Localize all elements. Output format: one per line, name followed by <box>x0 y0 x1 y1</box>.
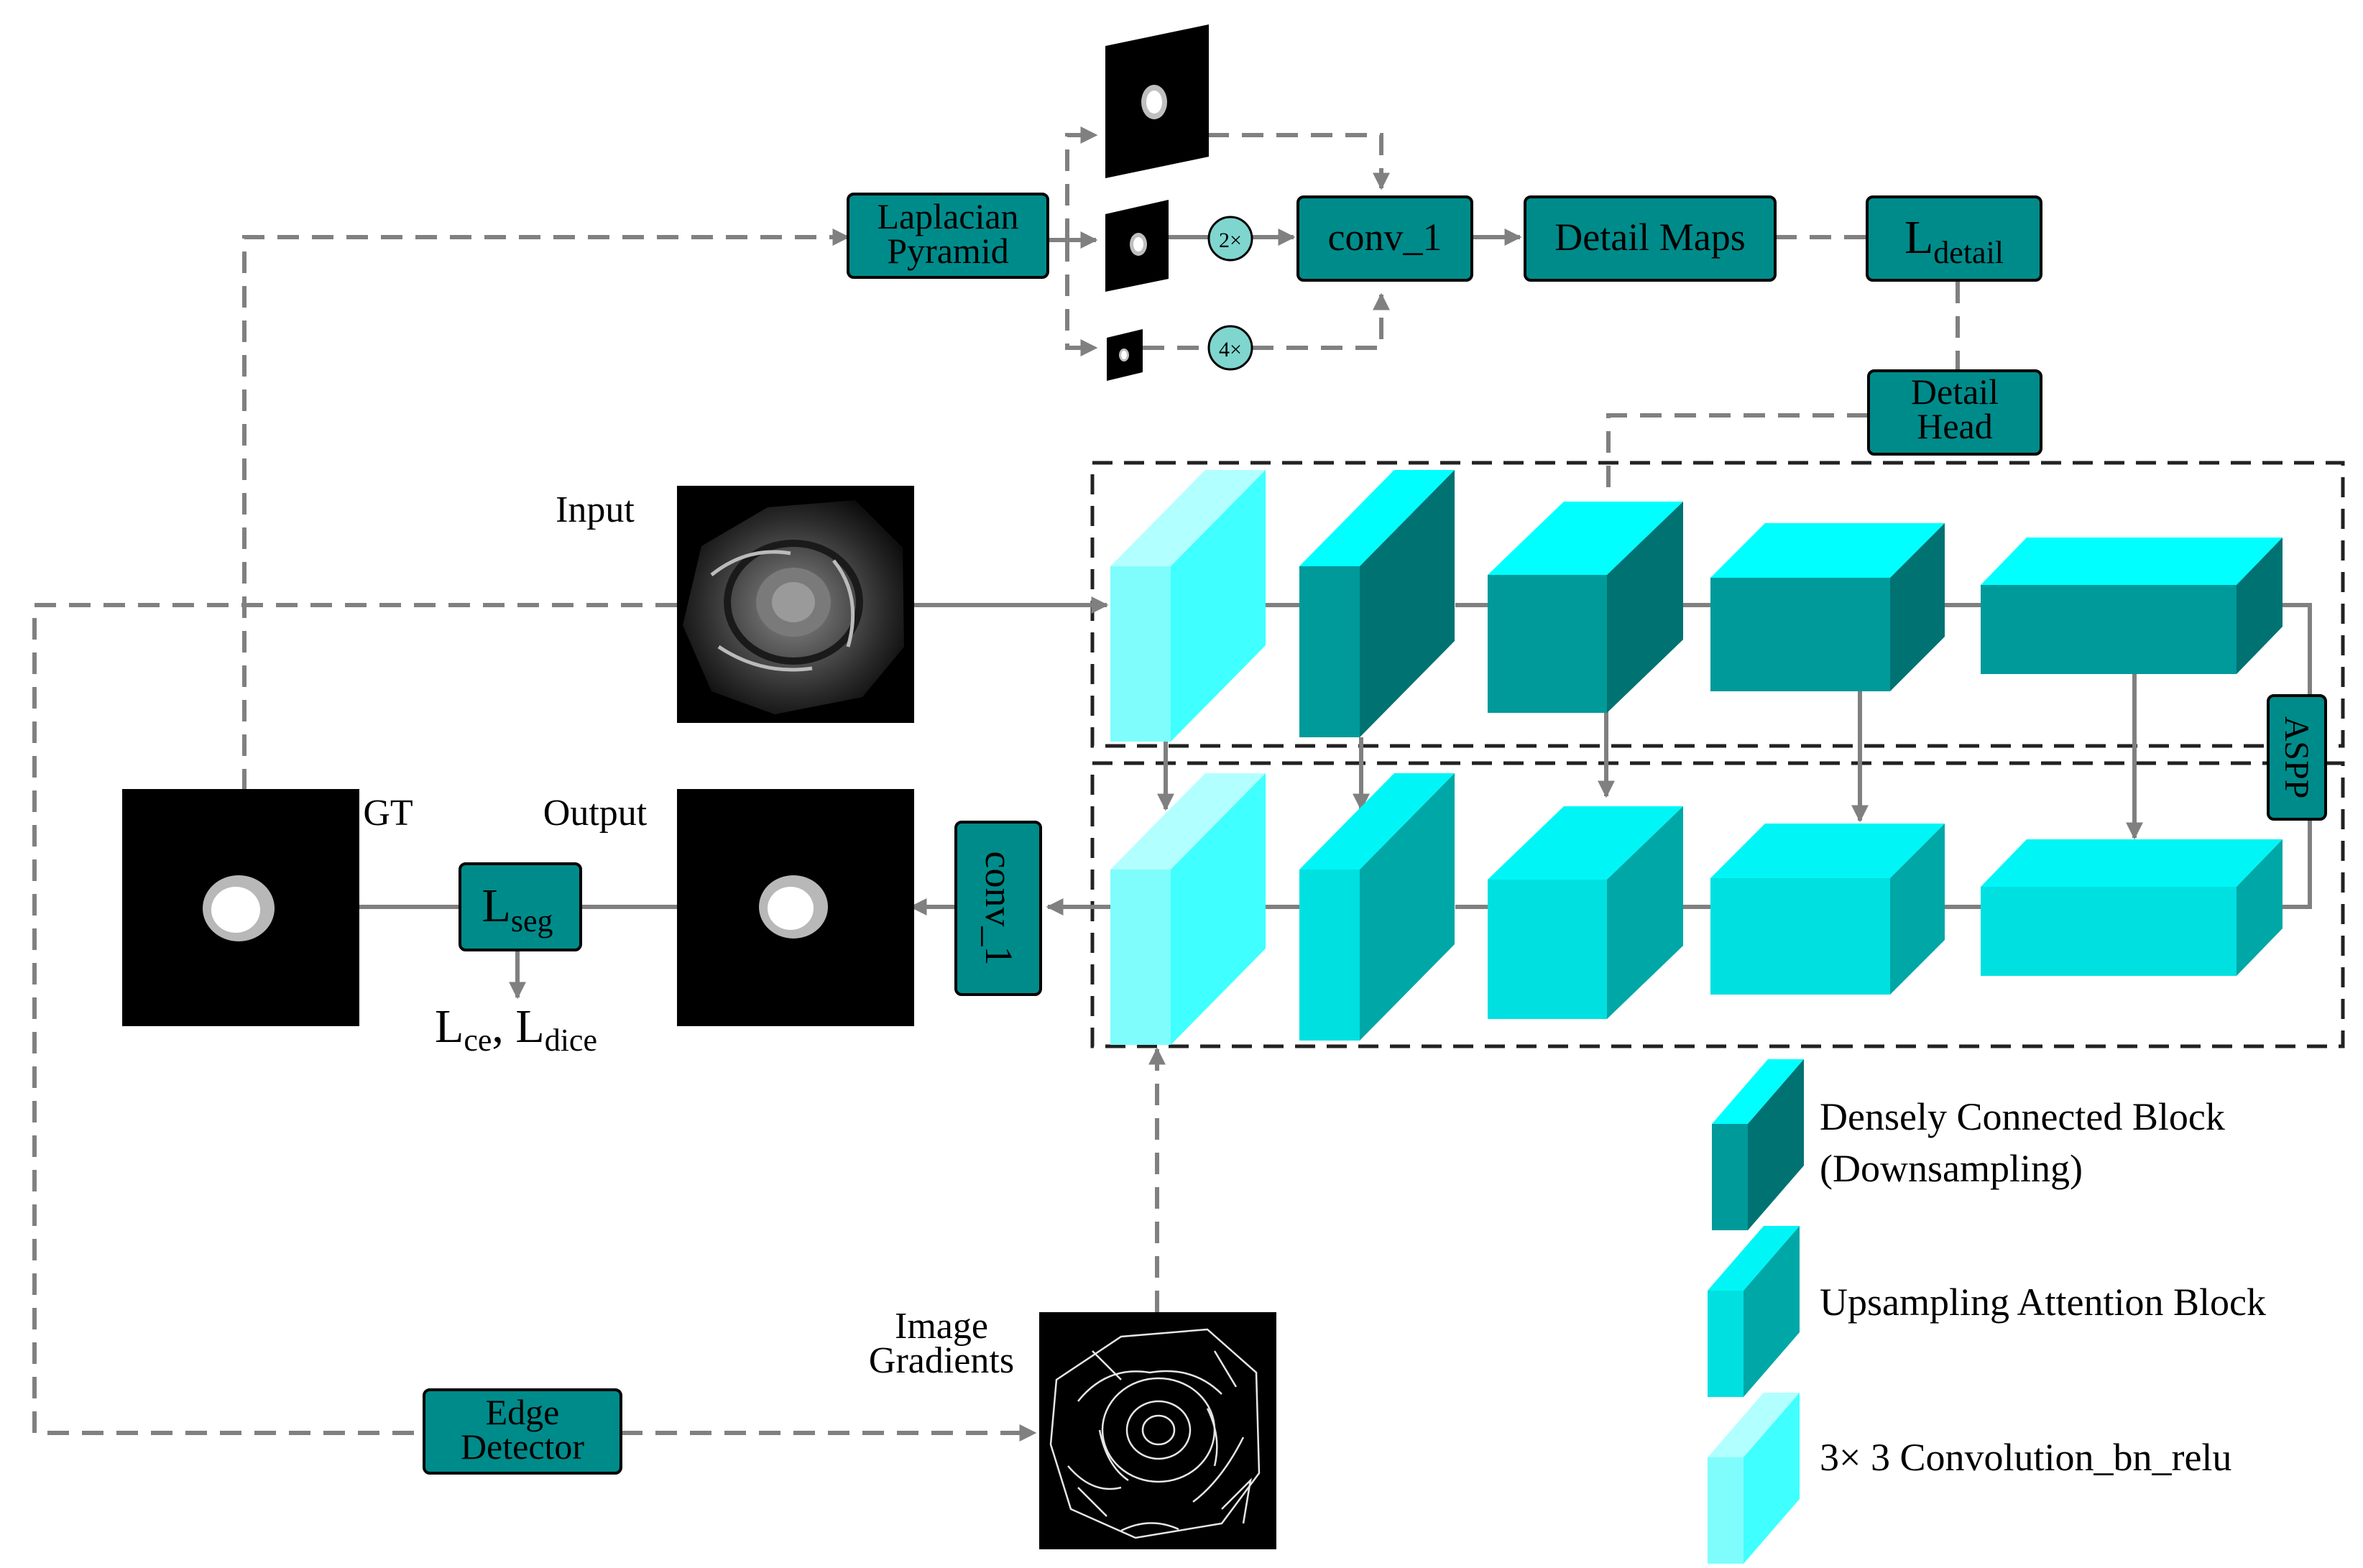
gt-image <box>122 789 359 1026</box>
svg-text:Ldetail: Ldetail <box>1904 211 2004 270</box>
detail-maps-box: Detail Maps <box>1524 195 1777 282</box>
output-image <box>677 789 914 1026</box>
edge-line2: Detector <box>461 1426 584 1467</box>
loss-separator: , <box>492 1000 515 1053</box>
pyramid-level-2 <box>1105 200 1169 292</box>
l-detail-box: Ldetail <box>1866 195 2042 282</box>
conv1-left-label: conv_1 <box>977 852 1021 966</box>
conv1-left-box: conv_1 <box>954 821 1042 996</box>
scale-2x-label: 2× <box>1219 229 1242 252</box>
laplacian-line1: Laplacian <box>877 196 1018 236</box>
legend-conv-block <box>1708 1393 1800 1564</box>
image-gradients-line2: Gradients <box>869 1340 1014 1381</box>
edge-detector-box: Edge Detector <box>423 1388 622 1475</box>
input-image <box>677 486 914 723</box>
detail-head-box: Detail Head <box>1867 369 2042 456</box>
encoder-block-1 <box>1110 470 1266 742</box>
connectors <box>32 126 2312 1442</box>
image-gradients-line1: Image <box>895 1306 988 1347</box>
output-label: Output <box>543 793 648 834</box>
scale-4x-circle: 4× <box>1207 325 1253 371</box>
loss-ce-sub: ce <box>464 1023 492 1058</box>
conv1-top-label: conv_1 <box>1328 216 1442 259</box>
loss-dice-sub: dice <box>545 1023 597 1058</box>
l-detail-main: L <box>1904 211 1933 264</box>
aspp-label: ASPP <box>2277 716 2316 799</box>
legend-conv: 3× 3 Convolution_bn_relu <box>1820 1436 2231 1479</box>
legend-dense-line1: Densely Connected Block <box>1820 1095 2225 1138</box>
legend-upsampling: Upsampling Attention Block <box>1820 1281 2266 1324</box>
laplacian-line2: Pyramid <box>887 231 1008 271</box>
l-detail-sub: detail <box>1933 235 2004 270</box>
loss-ce-main: L <box>435 1000 464 1053</box>
image-gradients-image <box>1039 1312 1276 1549</box>
pyramid-level-3 <box>1107 329 1143 381</box>
encoder-block-2 <box>1299 470 1455 737</box>
scale-2x-circle: 2× <box>1207 216 1253 262</box>
encoder-block-3 <box>1488 502 1683 713</box>
decoder-block-5 <box>1981 839 2283 976</box>
gt-label: GT <box>363 793 413 834</box>
decoder-block-4 <box>1710 824 1945 995</box>
legend-blocks <box>1708 1059 1804 1564</box>
encoder-block-5 <box>1981 538 2283 674</box>
l-seg-box: Lseg <box>459 862 582 951</box>
legend-upsampling-block <box>1708 1226 1800 1397</box>
decoder-block-2 <box>1299 773 1455 1041</box>
edge-line1: Edge <box>486 1392 560 1432</box>
pyramid-level-1 <box>1105 24 1209 178</box>
l-seg-sub: seg <box>511 903 553 939</box>
legend-dense-block <box>1712 1059 1804 1230</box>
scale-4x-label: 4× <box>1219 338 1242 361</box>
decoder-block-3 <box>1488 806 1683 1019</box>
aspp-box: ASPP <box>2267 694 2327 821</box>
detail-head-line1: Detail <box>1911 372 1999 412</box>
l-seg-main: L <box>482 880 511 932</box>
encoder-block-4 <box>1710 523 1945 691</box>
loss-ce-dice-label: Lce, Ldice <box>435 1000 597 1058</box>
detail-head-line2: Head <box>1917 406 1993 446</box>
network-blocks <box>1110 470 2283 1045</box>
laplacian-pyramid-box: Laplacian Pyramid <box>847 193 1049 279</box>
svg-text:Lseg: Lseg <box>482 880 553 939</box>
detail-maps-label: Detail Maps <box>1554 216 1745 259</box>
decoder-block-1 <box>1110 773 1266 1045</box>
loss-dice-main: L <box>515 1000 544 1053</box>
input-label: Input <box>556 489 635 530</box>
legend-dense-line2: (Downsampling) <box>1820 1147 2083 1190</box>
conv1-top-box: conv_1 <box>1296 195 1473 282</box>
